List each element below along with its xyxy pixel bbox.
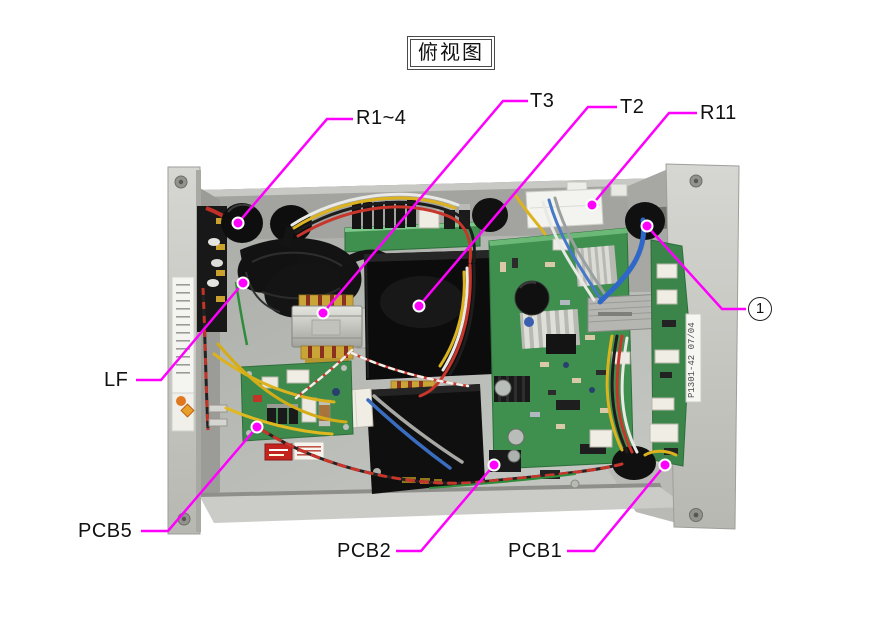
callout-line-r11 <box>591 111 697 206</box>
callout-line-pcb2 <box>396 464 495 553</box>
pcb2-cap-blue <box>524 317 534 327</box>
rear-pcb <box>344 181 628 253</box>
serial-label-text: P1301-42 07/04 <box>687 322 697 398</box>
pcb1-connector-3 <box>654 349 680 364</box>
callout-line-pcb5 <box>141 426 258 533</box>
pcb1-board <box>649 239 691 467</box>
rear-transistor-2-tab <box>459 204 470 210</box>
label-pcb2: PCB2 <box>337 540 392 562</box>
callout-dot-pcb5 <box>250 420 264 434</box>
pcb5-red-part <box>253 395 262 402</box>
left-twisted-red <box>201 287 210 431</box>
callout-line-t3 <box>322 99 528 314</box>
pcb2-cap-2 <box>507 428 525 446</box>
warning-diamond-icon <box>180 403 195 418</box>
label-circled-1: 1 <box>748 297 772 321</box>
screw-bottom-right-hole <box>693 512 699 518</box>
pcb2-cap-1 <box>494 379 512 397</box>
pcb1-ic-2 <box>660 372 672 378</box>
warning-dot-icon <box>176 396 186 406</box>
pcb2-board <box>488 227 634 479</box>
left-warning-strip <box>171 276 195 432</box>
label-r11: R11 <box>700 102 737 124</box>
pcb5-connector-2 <box>286 369 310 384</box>
pcb1-connector-1 <box>656 263 678 279</box>
label-r1-4: R1~4 <box>356 107 407 129</box>
left-panel-edge <box>196 170 201 532</box>
label-lf: LF <box>104 369 129 391</box>
callout-dot-r14 <box>231 216 245 230</box>
callout-dots <box>231 198 672 472</box>
figure-title-box: 俯视图 <box>407 36 495 70</box>
callout-dot-t3 <box>316 306 330 320</box>
callout-dot-lf <box>236 276 250 290</box>
callout-line-lf <box>136 282 244 382</box>
pcb2-small-parts <box>500 258 609 429</box>
wire-harness <box>212 192 678 489</box>
callout-line-circle1 <box>646 225 746 311</box>
pcb5-board <box>240 360 354 442</box>
pcb1-connector-5 <box>649 423 679 443</box>
callout-dot-circle1 <box>640 219 654 233</box>
pcb5-cap <box>332 388 340 396</box>
rear-white-part-2 <box>610 183 628 197</box>
screw-top-right-hole <box>693 178 699 184</box>
capacitor-row <box>352 200 416 229</box>
pcb2-connector-bottom <box>589 429 613 448</box>
rear-rim <box>200 178 665 197</box>
callout-dot-r11 <box>585 198 599 212</box>
rear-transistor-2 <box>459 204 470 229</box>
callout-dot-pcb2 <box>487 458 501 472</box>
pcb1-ic-1 <box>662 320 676 327</box>
white-ribbon-fold <box>525 188 604 229</box>
floor-screw <box>570 479 580 489</box>
standoff-1 <box>208 404 228 413</box>
transformer-t3 <box>291 294 370 365</box>
callout-dot-t2 <box>412 299 426 313</box>
pcb5-relay <box>301 397 317 423</box>
ribbon-cable <box>587 293 663 333</box>
callout-lines <box>136 99 746 553</box>
figure-title: 俯视图 <box>410 39 492 67</box>
screw-bottom-left-hole <box>181 516 187 522</box>
callout-dot-pcb1 <box>658 458 672 472</box>
pcb2-ic-2 <box>580 444 606 454</box>
serial-label-sticker <box>685 313 702 403</box>
pcb1-connector-4 <box>651 397 675 411</box>
label-pcb5: PCB5 <box>78 520 133 542</box>
label-pcb1: PCB1 <box>508 540 563 562</box>
cable-grommet-center <box>472 198 508 232</box>
screw-top-left-hole <box>178 179 184 185</box>
cable-grommet-right-bottom <box>612 446 656 480</box>
pcb2-ic-1 <box>556 400 580 410</box>
standoff-2 <box>208 418 228 427</box>
panel-serial: P1301-42 07/04 <box>685 313 702 403</box>
pcb5-transistors <box>267 404 298 424</box>
label-t3: T3 <box>530 90 555 112</box>
callout-line-pcb1 <box>567 464 666 553</box>
pcb2-large-capacitor <box>514 280 550 316</box>
pcb1-connector-2 <box>656 289 678 305</box>
label-t2: T2 <box>620 96 645 118</box>
callout-line-t2 <box>418 105 617 307</box>
callout-line-r14 <box>237 117 353 224</box>
front-rim <box>200 487 687 523</box>
pcb2-cap-3 <box>507 449 521 463</box>
